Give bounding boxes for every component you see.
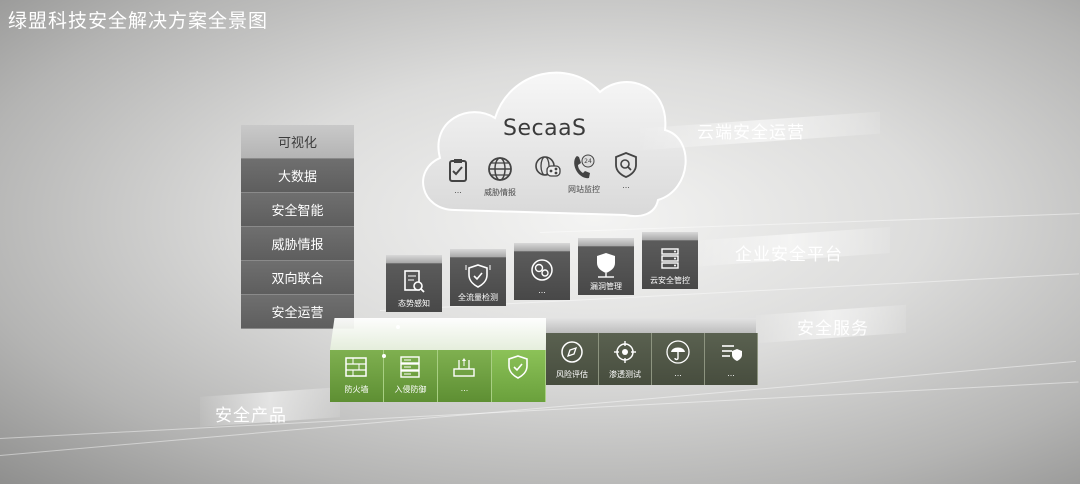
platform-item-vuln-management: 漏洞管理 <box>578 238 634 295</box>
compass-icon <box>561 341 583 363</box>
product-caption: 防火墙 <box>344 385 369 394</box>
stack-item-threat-intel: 威胁情报 <box>241 227 354 261</box>
gears-icon <box>531 259 553 281</box>
platform-caption: 漏洞管理 <box>590 282 622 291</box>
platform-caption: 态势感知 <box>398 299 430 308</box>
service-item-doc-shield: ... <box>705 333 758 385</box>
product-item-firewall: 防火墙 <box>330 350 384 402</box>
platform-item-gears: ... <box>514 243 570 300</box>
stack-item-visualization: 可视化 <box>241 125 354 159</box>
layer-label-security-services: 安全服务 <box>797 319 869 339</box>
server-stack-icon <box>661 248 679 269</box>
server-icon <box>400 356 420 378</box>
dot <box>396 325 400 329</box>
layer-label-enterprise-platform: 企业安全平台 <box>735 245 843 265</box>
cloud-icon-caption: ... <box>454 186 462 195</box>
cloud-icon-caption: 网站监控 <box>568 185 600 194</box>
service-caption: 风险评估 <box>556 370 588 379</box>
product-item-network-device: ... <box>438 350 492 402</box>
layer-label-cloud-ops: 云端安全运营 <box>697 123 805 143</box>
secaas-label: SecaaS <box>503 116 587 141</box>
products-top-surface <box>330 318 550 350</box>
cloud-icon-caption: 威胁情报 <box>484 188 516 197</box>
layer-label-security-products: 安全产品 <box>215 406 287 426</box>
cloud-icon-caption: ... <box>622 181 630 190</box>
services-top-surface <box>546 318 756 333</box>
platform-caption: 全流量检测 <box>458 293 498 302</box>
product-caption: ... <box>460 384 469 393</box>
cloud-share-icon <box>532 152 562 182</box>
doc-search-icon <box>404 270 425 293</box>
service-item-pen-test: 渗透测试 <box>599 333 652 385</box>
platform-caption: 云安全管控 <box>650 276 690 285</box>
stack-item-bidirectional: 双向联合 <box>241 261 354 295</box>
globe-icon <box>485 154 515 184</box>
doc-shield-icon <box>722 345 742 361</box>
secaas-cloud <box>400 40 700 230</box>
stack-item-security-intelligence: 安全智能 <box>241 193 354 227</box>
shield-search-icon <box>611 150 641 180</box>
umbrella-icon <box>666 340 690 364</box>
phone-24-icon: 24 <box>568 152 598 182</box>
firewall-icon <box>345 357 367 377</box>
platform-caption: ... <box>538 286 546 295</box>
platform-item-situational-awareness: 态势感知 <box>386 255 442 312</box>
platform-item-traffic-detection: 全流量检测 <box>450 249 506 306</box>
product-caption: 入侵防御 <box>394 385 427 394</box>
service-caption: ... <box>674 369 682 378</box>
svg-text:24: 24 <box>584 158 592 165</box>
shield-check-icon <box>508 355 528 379</box>
network-device-icon <box>453 358 475 377</box>
service-item-risk-assessment: 风险评估 <box>546 333 599 385</box>
product-item-ips: 入侵防御 <box>384 350 438 402</box>
service-caption: ... <box>727 369 735 378</box>
service-item-umbrella: ... <box>652 333 705 385</box>
page-title: 绿盟科技安全解决方案全景图 <box>8 10 269 32</box>
service-caption: 渗透测试 <box>609 370 641 379</box>
shield-scan-icon <box>465 264 491 288</box>
target-icon <box>614 341 636 363</box>
clipboard-check-icon <box>443 156 473 186</box>
platform-item-cloud-security-control: 云安全管控 <box>642 232 698 289</box>
dot <box>382 354 386 358</box>
stack-item-big-data: 大数据 <box>241 159 354 193</box>
shield-network-icon <box>597 253 615 278</box>
product-item-shield <box>492 350 546 402</box>
security-products-row: 防火墙 入侵防御 ... <box>330 350 546 402</box>
